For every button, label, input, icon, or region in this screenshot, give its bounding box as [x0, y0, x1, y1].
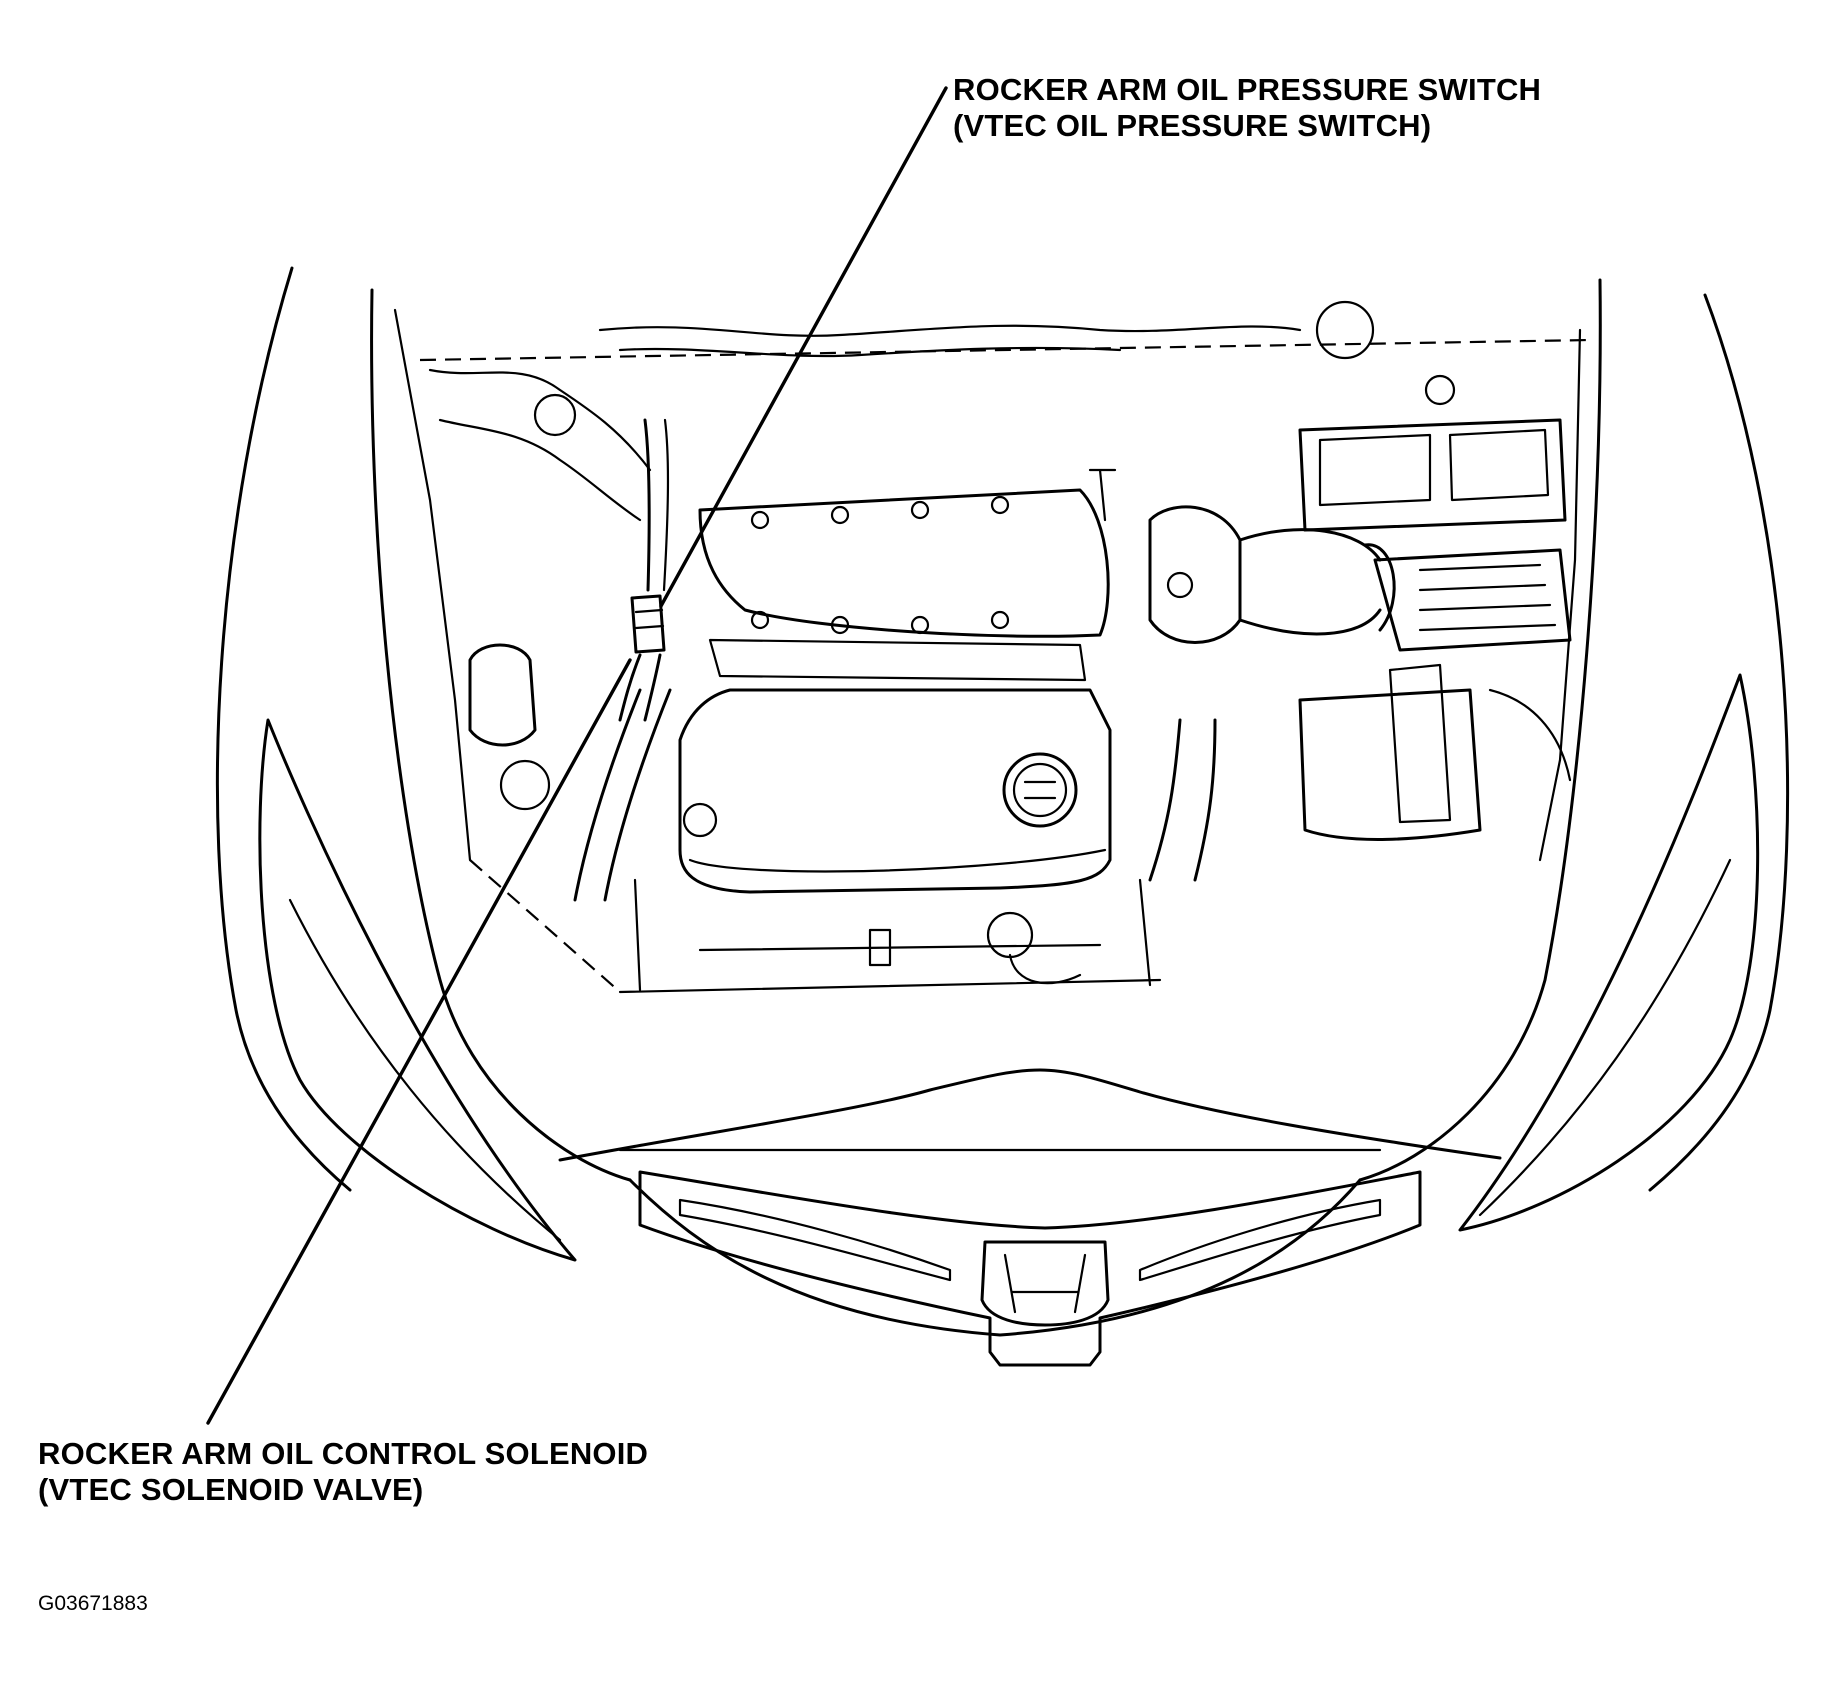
left-fender-line [215, 266, 352, 1192]
intake-manifold-lower [688, 848, 1107, 873]
vtec-oil-line [643, 418, 651, 592]
right-fender-line [1648, 293, 1790, 1192]
brake-master-cap [533, 393, 577, 437]
air-intake-tube [1238, 528, 1382, 636]
throttle-body [1148, 505, 1242, 644]
oil-filler-cap [1002, 752, 1078, 828]
left-headlight [258, 718, 577, 1262]
grille-outline [638, 1170, 1422, 1367]
vacuum-line [1088, 468, 1117, 522]
left-wiring-harness-2 [438, 418, 642, 522]
cover-bolt [910, 500, 930, 520]
lower-engine-block [633, 878, 1152, 992]
solenoid-callout: ROCKER ARM OIL CONTROL SOLENOID (VTEC SO… [38, 1436, 648, 1508]
engine [428, 300, 1572, 992]
heater-hose-left [573, 688, 642, 902]
firewall-harness-2 [618, 346, 1122, 358]
cover-bolt [830, 505, 850, 525]
pressure-switch-label: ROCKER ARM OIL PRESSURE SWITCH [953, 72, 1542, 107]
firewall-line [419, 338, 1591, 362]
pressure-switch-leader [659, 86, 948, 608]
battery [1298, 418, 1567, 532]
air-intake-boot [1363, 543, 1396, 632]
engine-bay [393, 308, 1591, 994]
throttle-body-port [1166, 571, 1194, 599]
solenoid-leader [206, 658, 632, 1425]
engine-bay-right-wall [1538, 328, 1582, 862]
emblem-h [1003, 1253, 1087, 1314]
cover-bolt [990, 610, 1010, 630]
air-cleaner-box [1373, 548, 1572, 652]
front-bumper [628, 1178, 1362, 1337]
vtec-connector-hose [618, 653, 662, 722]
vtec-solenoid-detail [634, 608, 665, 630]
cover-bolt [830, 615, 850, 635]
left-fender-inner-line [370, 288, 632, 1182]
right-fender-inner-line [1358, 278, 1602, 1182]
upper-radiator-hose [1148, 718, 1182, 882]
vtec-solenoid-body [630, 594, 666, 654]
solenoid-alt-label: (VTEC SOLENOID VALVE) [38, 1472, 424, 1507]
lower-radiator-support [618, 978, 1162, 994]
intake-manifold-cover [678, 688, 1112, 894]
air-cleaner-ribs [1418, 563, 1557, 632]
firewall-harness [598, 324, 1302, 337]
battery-terminal [1424, 374, 1456, 406]
sensor-connector [868, 928, 892, 967]
ground-cable [1488, 688, 1572, 782]
left-bolt-fitting [499, 759, 551, 811]
cover-bolt [910, 615, 930, 635]
figure-id: G03671883 [38, 1592, 148, 1615]
coolant-reservoir-cap [1315, 300, 1375, 360]
pressure-switch-alt-label: (VTEC OIL PRESSURE SWITCH) [953, 108, 1432, 143]
engine-bay-left-wall [393, 308, 472, 862]
grille-left-bar [678, 1198, 952, 1282]
left-wiring-harness [428, 368, 652, 472]
cover-bolt [750, 610, 770, 630]
emblem-outer [980, 1240, 1110, 1327]
grille-right-bar [1138, 1198, 1382, 1282]
heater-hose-left-outer [603, 688, 672, 902]
honda-emblem [980, 1240, 1110, 1327]
solenoid-label: ROCKER ARM OIL CONTROL SOLENOID [38, 1436, 649, 1471]
pressure-switch-callout: ROCKER ARM OIL PRESSURE SWITCH (VTEC OIL… [953, 72, 1541, 144]
oil-drain-fitting [986, 911, 1034, 959]
radiator-support-dashed [469, 859, 621, 993]
under-hood-fuse-box [1298, 688, 1482, 841]
cover-bolt [990, 495, 1010, 515]
right-headlight [1458, 673, 1760, 1232]
rear-valve-cover [698, 488, 1110, 638]
vtec-oil-line-outer [662, 418, 670, 592]
battery-top [1318, 428, 1550, 507]
leader-lines [206, 86, 948, 1425]
car-body-outline [215, 266, 1790, 1367]
cover-bolt [750, 510, 770, 530]
oil-drain-tube [1008, 953, 1082, 985]
dipstick-handle [682, 802, 718, 838]
left-headlight-inner [288, 898, 562, 1242]
right-headlight-inner [1478, 858, 1732, 1217]
oil-filler-cap-inner [1012, 762, 1068, 818]
power-steering-reservoir [468, 643, 537, 747]
upper-radiator-hose-outer [1193, 718, 1217, 882]
fuse-box-lid [1388, 663, 1452, 824]
hood-front-edge [558, 1068, 1502, 1162]
oil-filler-cap-grip [1023, 780, 1057, 800]
coil-row [708, 638, 1087, 682]
